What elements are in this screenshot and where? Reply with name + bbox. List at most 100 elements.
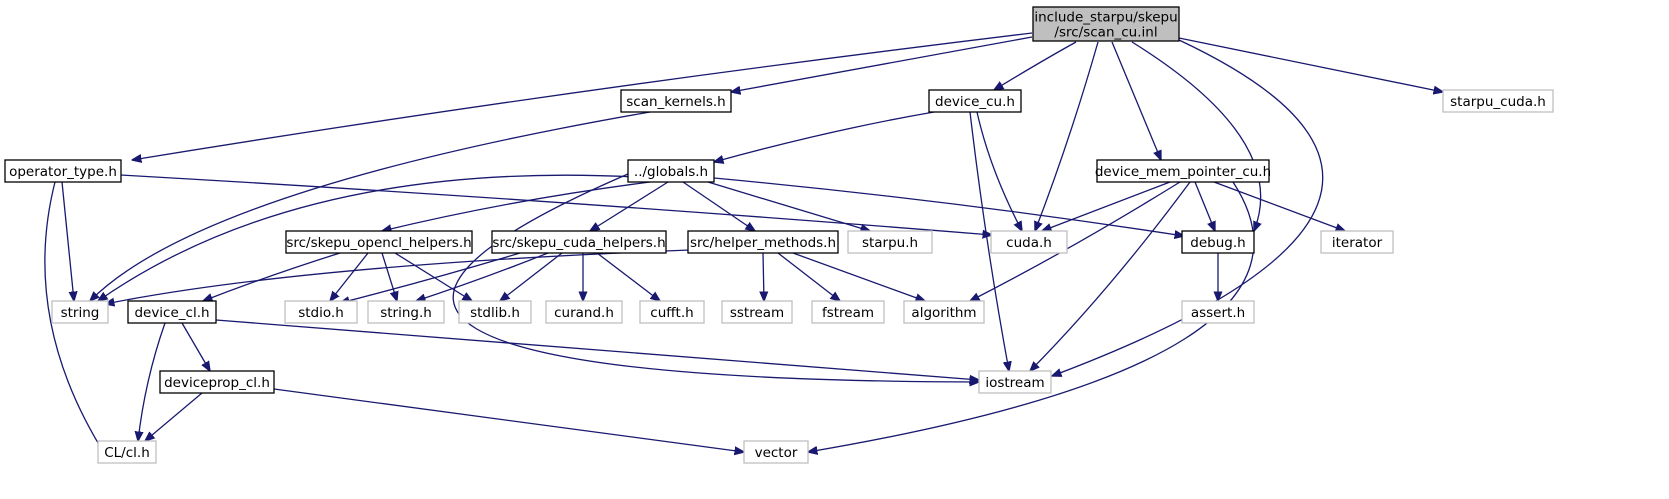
node-box-cl	[97, 440, 157, 464]
edge-globals-to-skepu_cuda_helpers	[590, 181, 669, 231]
edge-helper_methods-to-sstream	[763, 252, 764, 301]
node-debug[interactable]: debug.h	[1181, 230, 1255, 254]
node-box-algorithm	[903, 300, 985, 324]
edge-root-to-scan_kernels	[731, 36, 1033, 92]
node-box-scan_kernels	[620, 89, 732, 113]
edge-deviceprop_cl-to-vector	[273, 388, 744, 452]
edge-globals-to-debug	[713, 177, 1184, 236]
edge-helper_methods-to-string	[105, 249, 691, 304]
node-label-algorithm: algorithm	[911, 305, 976, 321]
node-label-stdio: stdio.h	[298, 305, 344, 321]
edge-helper_methods-to-fstream	[777, 252, 840, 301]
node-label-scan_kernels: scan_kernels.h	[626, 94, 725, 110]
node-skepu_opencl_helpers[interactable]: src/skepu_opencl_helpers.h	[285, 230, 473, 254]
node-skepu_cuda_helpers[interactable]: src/skepu_cuda_helpers.h	[491, 230, 667, 254]
node-algorithm: algorithm	[903, 300, 985, 324]
node-string_h: string.h	[367, 300, 445, 324]
node-helper_methods[interactable]: src/helper_methods.h	[687, 230, 839, 254]
node-box-stdlib	[458, 300, 532, 324]
edge-device_mem_pointer_cu-to-algorithm	[970, 181, 1181, 301]
node-box-skepu_cuda_helpers	[491, 230, 667, 254]
node-label-vector: vector	[755, 445, 798, 461]
edge-skepu_opencl_helpers-to-stdio	[330, 252, 369, 301]
node-box-iostream	[978, 370, 1052, 394]
edge-scan_kernels-to-string	[90, 111, 651, 301]
node-device_cl[interactable]: device_cl.h	[127, 300, 217, 324]
node-root[interactable]: include_starpu/skepu/src/scan_cu.inl	[1032, 6, 1180, 42]
node-stdio: stdio.h	[284, 300, 358, 324]
node-label-deviceprop_cl: deviceprop_cl.h	[164, 375, 270, 391]
edge-root-to-device_cu	[994, 41, 1077, 90]
edge-helper_methods-to-algorithm	[792, 252, 925, 301]
node-box-iterator	[1320, 230, 1394, 254]
node-label-starpu_cuda: starpu_cuda.h	[1450, 94, 1546, 110]
edge-skepu_opencl_helpers-to-device_cl	[203, 252, 341, 301]
node-label-fstream: fstream	[822, 305, 874, 321]
node-label-iostream: iostream	[985, 375, 1044, 391]
node-starpu_cuda: starpu_cuda.h	[1442, 89, 1554, 113]
node-globals[interactable]: ../globals.h	[627, 159, 715, 183]
edge-device_mem_pointer_cu-to-debug	[1194, 181, 1215, 231]
node-label-device_mem_pointer_cu: device_mem_pointer_cu.h	[1095, 164, 1271, 180]
edge-root-to-operator_type	[132, 32, 1033, 160]
node-label-string_h: string.h	[380, 305, 432, 321]
node-label-skepu_opencl_helpers: src/skepu_opencl_helpers.h	[286, 235, 471, 251]
edge-skepu_opencl_helpers-to-stdlib	[394, 252, 472, 301]
node-label-sstream: sstream	[730, 305, 784, 321]
edge-layer	[44, 32, 1443, 456]
node-curand: curand.h	[545, 300, 623, 324]
edge-deviceprop_cl-to-cl	[145, 392, 203, 441]
edge-skepu_cuda_helpers-to-string_h	[416, 252, 549, 301]
node-cufft: cufft.h	[639, 300, 705, 324]
node-box-sstream	[721, 300, 793, 324]
node-box-globals	[627, 159, 715, 183]
edge-globals-to-iostream	[452, 173, 979, 382]
edge-operator_type-to-cl	[44, 181, 106, 456]
node-label-skepu_cuda_helpers: src/skepu_cuda_helpers.h	[492, 235, 665, 251]
node-box-starpu	[847, 230, 933, 254]
node-box-operator_type	[4, 159, 122, 183]
node-label-cl: CL/cl.h	[104, 445, 150, 461]
node-vector: vector	[743, 440, 809, 464]
edge-operator_type-to-string	[61, 181, 74, 301]
edge-operator_type-to-cuda	[120, 174, 992, 235]
edge-device_cl-to-cl	[138, 322, 166, 441]
node-scan_kernels[interactable]: scan_kernels.h	[620, 89, 732, 113]
edge-device_cl-to-iostream	[215, 319, 979, 380]
edge-globals-to-string	[98, 174, 637, 301]
edge-root-to-debug	[1131, 41, 1261, 231]
node-fstream: fstream	[811, 300, 885, 324]
node-label-cuda: cuda.h	[1006, 235, 1052, 251]
node-starpu: starpu.h	[847, 230, 933, 254]
node-label-cufft: cufft.h	[650, 305, 693, 321]
edge-device_cu-to-cuda	[976, 111, 1022, 231]
node-iostream: iostream	[978, 370, 1052, 394]
edge-device_mem_pointer_cu-to-iterator	[1213, 181, 1345, 231]
node-box-device_mem_pointer_cu	[1096, 159, 1270, 183]
node-label-debug: debug.h	[1190, 235, 1245, 251]
node-label-starpu: starpu.h	[862, 235, 918, 251]
node-box-curand	[545, 300, 623, 324]
edge-device_mem_pointer_cu-to-cuda	[1042, 181, 1171, 231]
node-layer: include_starpu/skepu/src/scan_cu.inlscan…	[4, 6, 1554, 464]
node-box-string_h	[367, 300, 445, 324]
node-box-fstream	[811, 300, 885, 324]
edge-skepu_opencl_helpers-to-string_h	[381, 252, 397, 301]
node-label-curand: curand.h	[554, 305, 614, 321]
node-device_cu[interactable]: device_cu.h	[928, 89, 1022, 113]
node-label-operator_type: operator_type.h	[9, 164, 117, 180]
node-sstream: sstream	[721, 300, 793, 324]
node-box-debug	[1181, 230, 1255, 254]
node-cl: CL/cl.h	[97, 440, 157, 464]
edge-root-to-starpu_cuda	[1178, 37, 1443, 92]
node-label-globals: ../globals.h	[634, 164, 708, 180]
node-device_mem_pointer_cu[interactable]: device_mem_pointer_cu.h	[1095, 159, 1271, 183]
node-box-vector	[743, 440, 809, 464]
node-operator_type[interactable]: operator_type.h	[4, 159, 122, 183]
node-box-assert	[1181, 300, 1255, 324]
node-deviceprop_cl[interactable]: deviceprop_cl.h	[159, 370, 275, 394]
node-assert: assert.h	[1181, 300, 1255, 324]
edge-skepu_cuda_helpers-to-cufft	[596, 252, 660, 301]
node-box-skepu_opencl_helpers	[285, 230, 473, 254]
